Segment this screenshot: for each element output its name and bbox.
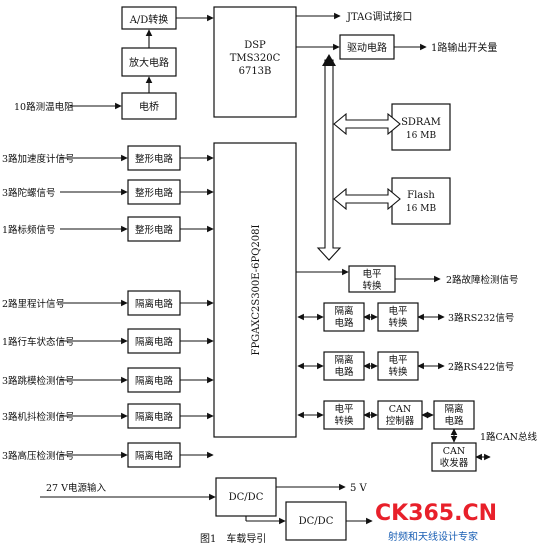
dsp-box xyxy=(213,6,297,118)
can-transceiver-line2: 收发器 xyxy=(440,457,469,469)
isolation-label-state: 隔离电路 xyxy=(135,336,174,348)
level-shift-fault-line1: 电平 xyxy=(362,268,382,280)
watermark-logo: CK365.CN xyxy=(375,501,497,526)
watermark-tagline: 射频和天线设计专家 xyxy=(388,530,478,543)
level-shift-rs232-line2: 转换 xyxy=(388,317,408,329)
power-input-label: 27 V电源输入 xyxy=(46,482,106,494)
system-bus xyxy=(316,54,401,261)
drive-circuit-label: 驱动电路 xyxy=(347,41,387,54)
gyro-signal-label: 3路陀螺信号 xyxy=(2,187,56,199)
can-controller-line2: 控制器 xyxy=(386,415,415,427)
rs232-signal-label: 3路RS232信号 xyxy=(448,312,514,324)
output-switch-label: 1路输出开关量 xyxy=(431,41,497,54)
figure-caption: 图1 车载导引 xyxy=(200,532,266,545)
level-shift-rs422-line1: 电平 xyxy=(388,354,408,366)
amplifier-label: 放大电路 xyxy=(129,56,169,69)
can-bus-label: 1路CAN总线 xyxy=(480,431,537,443)
temp-resistor-label: 10路测温电阻 xyxy=(14,101,74,113)
isolation-rs422-line2: 电路 xyxy=(334,366,354,378)
jump-detect-signal-label: 3路跳模检测信号 xyxy=(2,375,75,387)
drive-state-signal-label: 1路行车状态信号 xyxy=(2,336,75,348)
isolation-can-line2: 电路 xyxy=(444,415,464,427)
flash-label-line1: Flash xyxy=(407,190,435,201)
fpga-label: FPGAXC2S300E-6PQ208I xyxy=(251,224,262,355)
flash-box xyxy=(391,177,451,225)
rs422-signal-label: 2路RS422信号 xyxy=(448,361,514,373)
dsp-label-line3: 6713B xyxy=(239,66,272,77)
level-shift-rs422-line2: 转换 xyxy=(388,366,408,378)
isolation-rs422-line1: 隔离 xyxy=(334,354,353,366)
five-volt-label: 5 V xyxy=(350,483,368,494)
fault-detect-signal-label: 2路故障检测信号 xyxy=(446,274,519,286)
dsp-label-line1: DSP xyxy=(244,40,266,51)
isolation-label-hv: 隔离电路 xyxy=(135,450,174,462)
dcdc-1-label: DC/DC xyxy=(229,492,264,503)
level-shift-can-line2: 转换 xyxy=(334,415,354,427)
shaping-label-accel: 整形电路 xyxy=(135,153,174,165)
ad-converter-label: A/D转换 xyxy=(129,13,169,26)
sdram-label-line2: 16 MB xyxy=(406,131,437,141)
isolation-rs232-line2: 电路 xyxy=(334,317,354,329)
isolation-label-shake: 隔离电路 xyxy=(135,411,174,423)
isolation-rs232-line1: 隔离 xyxy=(334,305,353,317)
bridge-label: 电桥 xyxy=(139,100,159,113)
isolation-label-jump: 隔离电路 xyxy=(135,375,174,387)
fpga-box xyxy=(213,142,297,438)
site-watermark: CK365.CN 射频和天线设计专家 xyxy=(375,501,497,543)
dcdc-2-label: DC/DC xyxy=(299,516,334,527)
odometer-signal-label: 2路里程计信号 xyxy=(2,298,65,310)
accel-signal-label: 3路加速度计信号 xyxy=(2,153,75,165)
jtag-label: JTAG调试接口 xyxy=(346,10,412,23)
shaping-label-gyro: 整形电路 xyxy=(135,187,174,199)
isolation-label-odo: 隔离电路 xyxy=(135,298,174,310)
shake-detect-signal-label: 3路机抖检测信号 xyxy=(2,411,75,423)
sdram-label-line1: SDRAM xyxy=(401,117,441,128)
can-transceiver-line1: CAN xyxy=(443,446,465,457)
level-shift-fault-line2: 转换 xyxy=(362,280,382,292)
connectors xyxy=(40,12,491,525)
dsp-label-line2: TMS320C xyxy=(230,53,281,64)
level-shift-can-line1: 电平 xyxy=(334,403,354,415)
level-shift-rs232-line1: 电平 xyxy=(388,305,408,317)
hv-detect-signal-label: 3路高压检测信号 xyxy=(2,450,75,462)
can-controller-line1: CAN xyxy=(389,404,411,415)
isolation-can-line1: 隔离 xyxy=(444,403,463,415)
flash-label-line2: 16 MB xyxy=(406,204,437,214)
shaping-label-freq: 整形电路 xyxy=(135,224,174,236)
freq-signal-label: 1路标频信号 xyxy=(2,224,56,236)
